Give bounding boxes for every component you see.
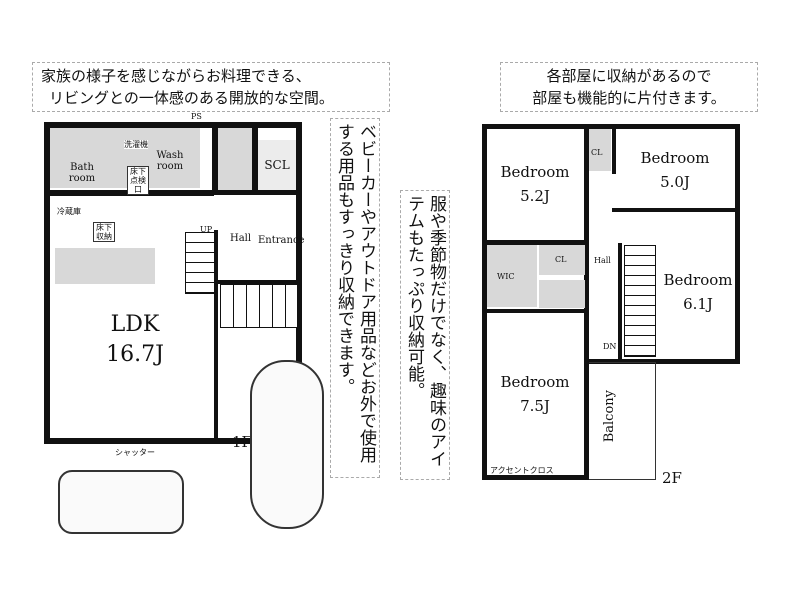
fridge-label: 冷蔵庫 (57, 207, 81, 216)
hall-1f-label: Hall (230, 233, 252, 244)
bedroom-c-label: Bedroom (663, 271, 733, 289)
accent-cloth-label: アクセントクロス (490, 466, 554, 475)
bedroom-b-label: Bedroom (640, 149, 710, 167)
ldk-size: 16.7J (106, 342, 164, 367)
stairs-1f-lower (220, 284, 298, 328)
bath-room-label: Bath room (68, 162, 96, 184)
bedroom-d-size: 7.5J (520, 397, 550, 415)
toilet-1f (218, 128, 252, 190)
stairs-2f (624, 245, 656, 357)
up-label: UP (200, 225, 213, 234)
cl-label-lower: CL (555, 255, 567, 264)
balcony-label: Balcony (602, 390, 617, 443)
wall (612, 208, 740, 212)
entrance-label: Entrance (258, 235, 305, 246)
wall (482, 309, 589, 313)
caption-2f: 各部屋に収納があるので 部屋も機能的に片付きます。 (500, 62, 758, 112)
caption-2f-line2: 部屋も機能的に片付きます。 (532, 89, 726, 107)
scl-room (258, 140, 296, 192)
wall (212, 190, 302, 195)
wash-room-label: Wash room (156, 150, 184, 172)
balcony (589, 362, 656, 480)
wall (612, 124, 616, 174)
toilet-2f (539, 280, 585, 308)
wall (482, 240, 589, 244)
cl-label-upper: CL (591, 148, 603, 157)
inspection-hatch-label: 床下点検口 (127, 166, 149, 195)
hall-2f-label: Hall (594, 256, 611, 265)
cl-room (539, 245, 585, 275)
scl-label: SCL (264, 158, 290, 172)
wall (218, 280, 302, 284)
wic-label: WIC (497, 272, 515, 281)
wall (618, 243, 622, 361)
bedroom-a-label: Bedroom (500, 163, 570, 181)
shutter-label: シャッター (115, 448, 155, 457)
car-icon (250, 360, 324, 529)
wic-room (487, 245, 537, 307)
car-icon (58, 470, 184, 534)
wall (214, 230, 218, 440)
bedroom-d-label: Bedroom (500, 373, 570, 391)
bedroom-a-size: 5.2J (520, 187, 550, 205)
wall (252, 122, 258, 194)
floor-1f-label: 1F (232, 433, 252, 451)
cl-room-upper (589, 129, 611, 171)
ps-label: PS (191, 112, 202, 121)
underfloor-storage-label: 床下収納 (93, 222, 115, 242)
ldk-label: LDK (110, 312, 160, 337)
stairs-1f (185, 232, 215, 294)
caption-1f-line1: 家族の様子を感じながらお料理できる、 (41, 67, 311, 85)
caption-1f: 家族の様子を感じながらお料理できる、 リビングとの一体感のある開放的な空間。 (32, 62, 390, 112)
caption-2f-line1: 各部屋に収納があるので (546, 67, 712, 85)
bath-wash-area (50, 128, 200, 188)
caption-1f-line2: リビングとの一体感のある開放的な空間。 (49, 89, 334, 107)
floor-2f-label: 2F (662, 469, 682, 487)
wall (212, 122, 218, 194)
caption-hobby-storage: 服や季節物だけでなく、趣味のアイテムもたっぷり収納可能。 (400, 190, 450, 480)
bedroom-c-size: 6.1J (683, 295, 713, 313)
kitchen-counter (55, 248, 155, 284)
washer-label: 洗濯機 (124, 140, 148, 149)
caption-outdoor-storage: ベビーカーやアウトドア用品などお外で使用する用品もすっきり収納できます。 (330, 118, 380, 478)
bedroom-b-size: 5.0J (660, 173, 690, 191)
dn-label: DN (603, 342, 617, 351)
wall (584, 124, 589, 244)
